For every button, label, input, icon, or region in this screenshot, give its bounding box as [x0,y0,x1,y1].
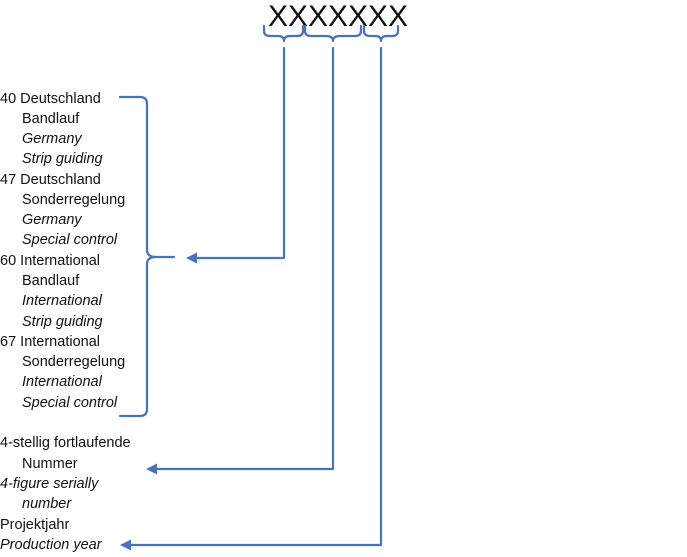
serial-desc-de: 4-stellig fortlaufende [0,435,131,451]
code-desc-en: Germany [22,131,82,147]
code-desc-en: International [22,374,102,390]
code-desc-de-2: Bandlauf [22,273,80,289]
code-desc-de: Deutschland [20,91,101,107]
brace-group-2 [303,24,363,43]
serial-desc-en: 4-figure serially [0,476,99,492]
serial-desc-en-2: number [22,496,72,512]
code-60-line: 60 International [0,251,100,271]
code-desc-de-2: Bandlauf [22,111,80,127]
code-number: 40 [0,91,17,107]
arrowhead-serial [146,463,157,475]
brace-group-1 [262,24,305,43]
code-desc-de: Deutschland [20,172,101,188]
code-67-line: 67 International [0,332,100,352]
code-desc-en-2: Special control [22,395,118,411]
code-desc-en-2: Special control [22,232,118,248]
code-desc-en-2: Strip guiding [22,151,103,167]
year-desc-de: Projektjahr [0,517,70,533]
code-number: 60 [0,253,17,269]
code-desc-en: Germany [22,212,82,228]
code-desc-de: International [20,253,100,269]
connector-year [124,46,383,547]
country-brace [118,95,158,418]
code-47-line: 47 Deutschland [0,170,101,190]
year-desc-en: Production year [0,537,102,553]
arrowhead-country [186,252,197,264]
connector-serial [148,46,335,471]
code-desc-en-2: Strip guiding [22,314,103,330]
code-desc-en: International [22,293,102,309]
code-40-line: 40 Deutschland [0,89,101,109]
connector-country [188,46,286,260]
serial-desc-de-2: Nummer [22,456,78,472]
code-desc-de: International [20,334,100,350]
code-number: 47 [0,172,17,188]
code-desc-de-2: Sonderregelung [22,192,126,208]
brace-group-3 [362,24,400,43]
code-number: 67 [0,334,17,350]
arrowhead-year [120,539,131,551]
code-pattern: XXXXXXX [268,0,409,33]
code-desc-de-2: Sonderregelung [22,354,126,370]
